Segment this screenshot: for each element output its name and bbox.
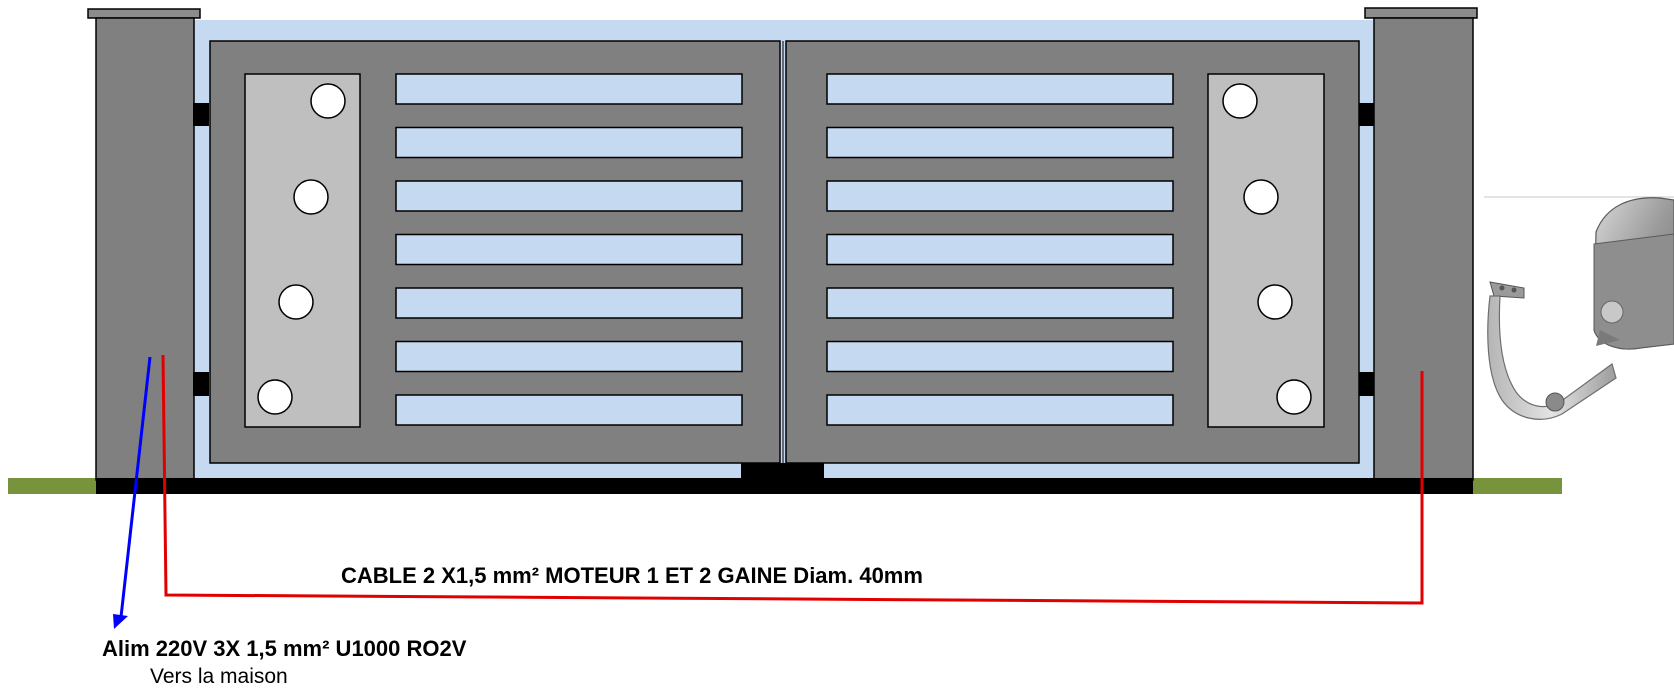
ground-line (96, 478, 1473, 494)
slat-right-5 (826, 287, 1174, 319)
hinge-left-bottom (193, 372, 209, 396)
slat-left-1 (395, 73, 743, 105)
center-gate-stop (741, 463, 824, 480)
bolt-left-4 (257, 379, 293, 415)
slat-right-3 (826, 180, 1174, 212)
bolt-right-2 (1243, 179, 1279, 215)
bolts-left (257, 83, 346, 415)
slat-left-3 (395, 180, 743, 212)
bolt-left-3 (278, 284, 314, 320)
slat-left-2 (395, 126, 743, 159)
bolt-right-4 (1276, 379, 1312, 415)
hinge-right-top (1358, 103, 1374, 126)
slats-right (826, 73, 1174, 426)
slat-right-2 (826, 126, 1174, 159)
destination-label: Vers la maison (150, 665, 288, 688)
power-supply-label: Alim 220V 3X 1,5 mm² U1000 RO2V (102, 636, 467, 661)
power-cable-arrowhead (113, 614, 128, 629)
slat-right-1 (826, 73, 1174, 105)
bolt-plate-left (244, 73, 361, 428)
hinge-right-bottom (1358, 372, 1374, 396)
bolts-right (1222, 83, 1312, 415)
bolt-right-1 (1222, 83, 1258, 119)
hinge-left-top (193, 103, 209, 126)
grass-right (1468, 478, 1562, 494)
bolt-left-2 (293, 179, 329, 215)
slat-right-6 (826, 340, 1174, 373)
slat-right-7 (826, 394, 1174, 426)
slats-left (395, 73, 743, 426)
slat-left-4 (395, 233, 743, 266)
swing-gate-motor-icon (1487, 197, 1674, 420)
grass-left (8, 478, 98, 494)
left-pillar-cap (87, 8, 201, 19)
power-cable (119, 356, 152, 618)
bolt-plate-right (1207, 73, 1325, 428)
motor-cable (161, 354, 1424, 605)
bolt-right-3 (1257, 284, 1293, 320)
slat-left-5 (395, 287, 743, 319)
slat-right-4 (826, 233, 1174, 266)
slat-left-6 (395, 340, 743, 373)
right-pillar-cap (1364, 7, 1478, 19)
motor-cable-label: CABLE 2 X1,5 mm² MOTEUR 1 ET 2 GAINE Dia… (341, 563, 923, 588)
slat-left-7 (395, 394, 743, 426)
bolt-left-1 (310, 83, 346, 119)
